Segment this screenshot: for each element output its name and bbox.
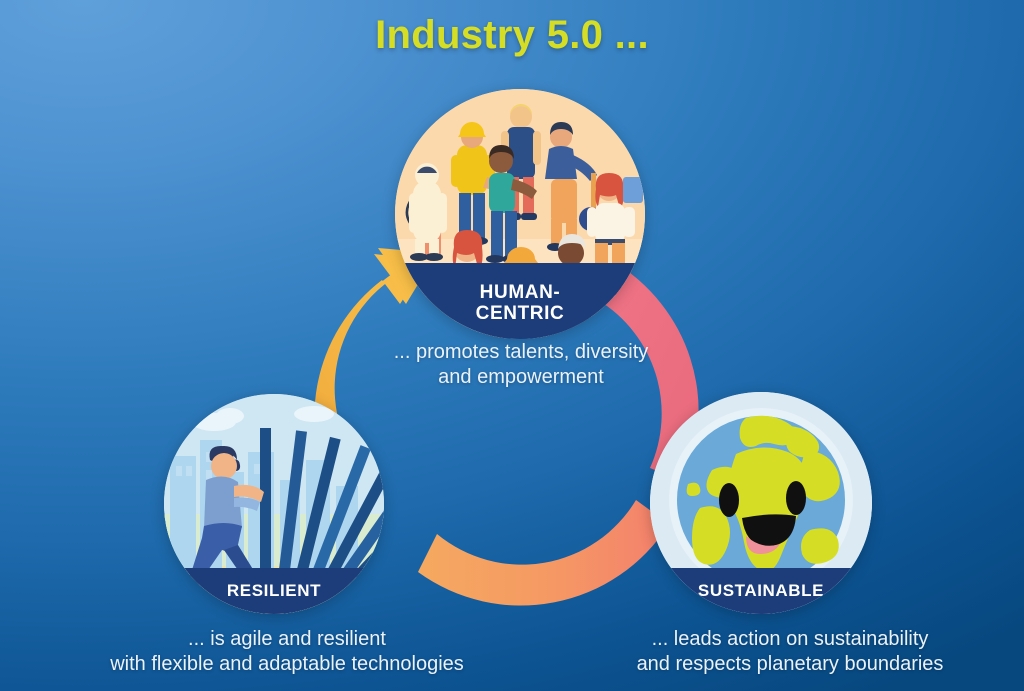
node-resilient[interactable]: RESILIENT: [164, 394, 384, 614]
node-label-text: RESILIENT: [226, 580, 322, 600]
node-label-human-centric: HUMAN- CENTRIC: [395, 263, 645, 339]
caption-sustainable: ... leads action on sustainability and r…: [560, 627, 1020, 677]
arrow-notches: [382, 270, 420, 322]
caption-line1: ... is agile and resilient: [188, 628, 386, 650]
person-hazmat: [405, 163, 447, 261]
caption-line1: ... promotes talents, diversity: [393, 341, 649, 363]
earth-eye-left: [719, 483, 739, 517]
caption-line1: ... leads action on sustainability: [651, 628, 929, 650]
dominoes: [260, 428, 384, 582]
clouds: [192, 406, 334, 431]
earth-tongue: [746, 536, 780, 554]
node-sustainable[interactable]: SUSTAINABLE: [650, 392, 872, 614]
node-label-resilient: RESILIENT: [164, 568, 384, 614]
node-label-line2: CENTRIC: [475, 303, 565, 324]
node-human-centric[interactable]: HUMAN- CENTRIC: [395, 89, 645, 339]
node-label-text: SUSTAINABLE: [697, 580, 825, 600]
person-white-top: [587, 173, 643, 295]
caption-line2: and respects planetary boundaries: [636, 653, 944, 675]
earth-mouth: [742, 514, 796, 547]
caption-human-centric: ... promotes talents, diversity and empo…: [326, 340, 716, 390]
node-label-line1: HUMAN-: [479, 282, 561, 304]
person-teal-top: [486, 145, 537, 263]
earth-eye-right: [786, 481, 806, 515]
earth-face: [719, 481, 806, 554]
arrow-to-resilient-shape: [418, 500, 669, 606]
caption-resilient: ... is agile and resilient with flexible…: [52, 627, 522, 677]
page-title: Industry 5.0 ...: [375, 13, 649, 57]
node-label-sustainable: SUSTAINABLE: [650, 568, 872, 614]
caption-line2: with flexible and adaptable technologies: [110, 653, 464, 675]
cycle-ring-arrows: [232, 152, 792, 622]
caption-line2: and empowerment: [438, 366, 604, 388]
